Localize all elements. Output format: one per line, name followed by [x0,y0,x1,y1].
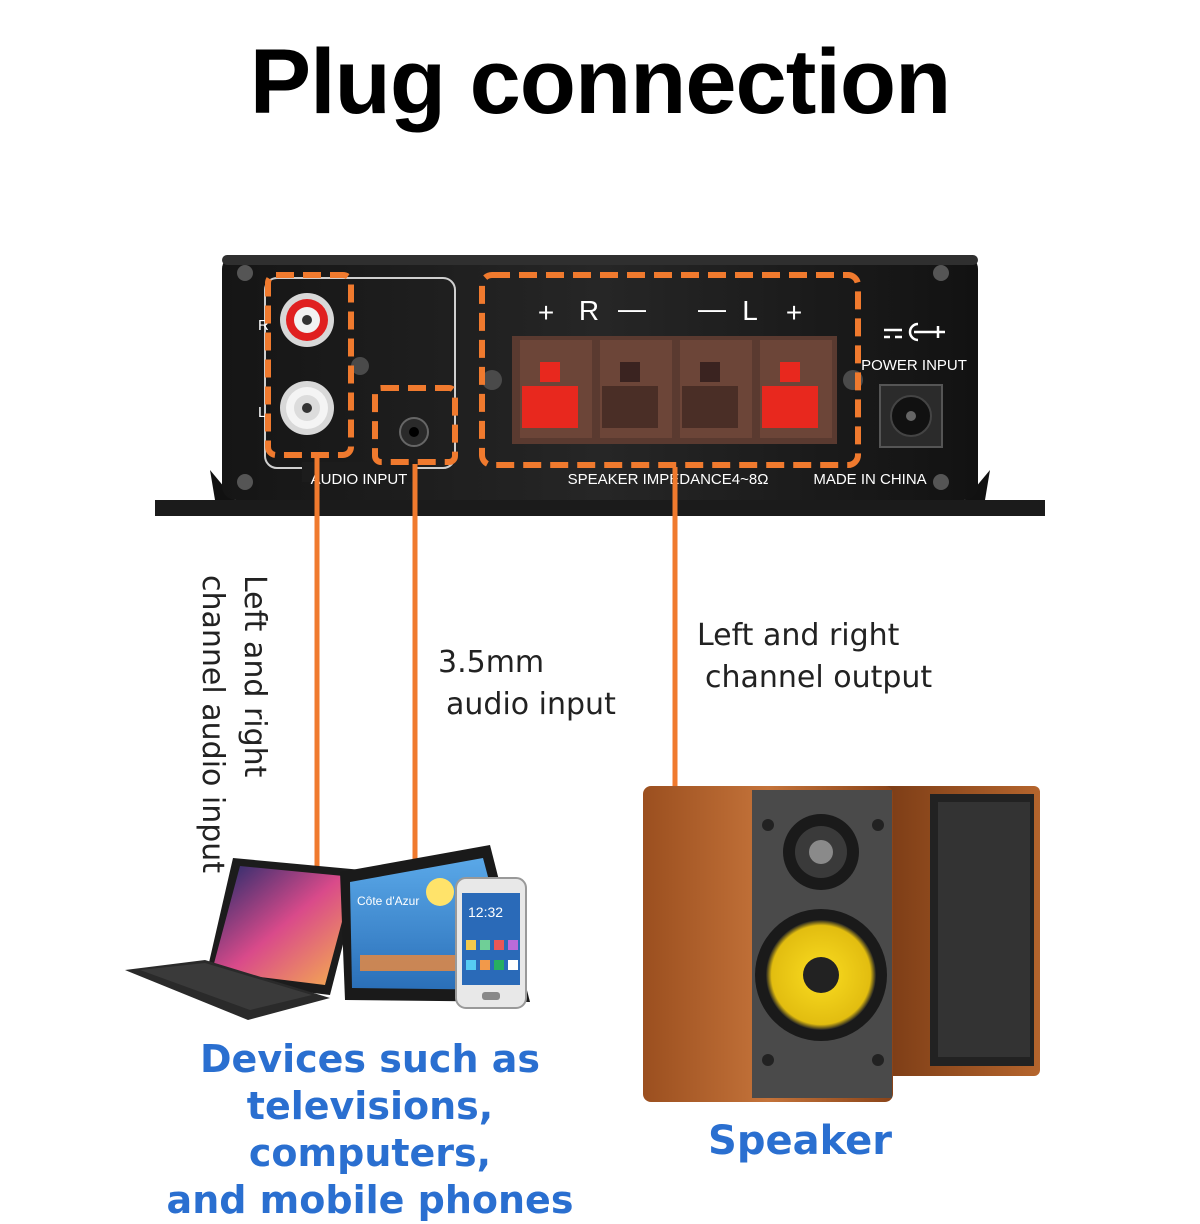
devices-caption-line-2: televisions, computers, [246,1084,494,1175]
terminal-minus-l[interactable] [682,386,738,428]
callout-aux-input: 3.5mm audio input [438,642,616,726]
power-input-label: POWER INPUT [861,357,967,374]
screw-icon [237,265,253,281]
speaker-rear [880,786,1040,1076]
speaker-front [643,786,893,1102]
channel-r-label: R [258,317,269,334]
devices-caption-line-1: Devices such as [200,1037,540,1081]
devices-caption: Devices such as televisions, computers, … [120,1036,620,1224]
devices-illustration: Côte d'Azur 12:32 [125,845,530,1020]
speaker-impedance-label: SPEAKER IMPEDANCE4~8Ω [568,471,769,488]
terminal-plus-r[interactable] [522,386,578,428]
made-in-label: MADE IN CHINA [813,471,926,488]
aux-jack[interactable] [399,417,429,447]
phone-time: 12:32 [468,904,503,920]
audio-input-label: AUDIO INPUT [311,471,408,488]
speaker-terminal-block [512,336,837,444]
screw-icon [237,474,253,490]
tablet-text: Côte d'Azur [357,894,419,908]
terminal-label-l: L [742,295,758,326]
screw-icon [933,265,949,281]
screw-icon [933,474,949,490]
callout-speaker-output: Left and right channel output [697,615,932,699]
callout-rca-input: Left and right channel audio input [191,575,275,873]
terminal-label-r: R [579,295,599,326]
speaker-caption: Speaker [708,1118,892,1164]
terminal-label-plus-r: + [538,297,554,328]
rca-jack-right[interactable] [280,293,334,347]
callout-aux-line-2: audio input [446,687,616,722]
callout-output-line-2: channel output [705,660,933,695]
phone-icon: 12:32 [455,877,527,1009]
screw-icon [351,357,369,375]
rca-jack-left[interactable] [280,381,334,435]
highlight-speaker-terminals [479,272,861,468]
callout-rca-line-2: channel audio input [195,575,230,874]
terminal-minus-r[interactable] [602,386,658,428]
callout-rca-line-1: Left and right [237,575,272,778]
terminal-label-plus-l: + [786,297,802,328]
callout-aux-line-1: 3.5mm [438,645,545,680]
laptop-icon [125,858,362,1020]
terminal-label-minus-l: — [698,293,726,324]
amplifier-back-panel: AUDIO INPUT R L + R — — L + [155,255,1045,516]
terminal-label-minus-r: — [618,293,646,324]
screw-icon [482,370,502,390]
page-title: Plug connection [249,31,952,133]
dc-power-icon [884,322,945,342]
terminal-plus-l[interactable] [762,386,818,428]
channel-l-label: L [258,404,266,421]
highlight-rca-inputs [265,272,354,458]
power-jack[interactable] [879,384,943,448]
highlight-aux-input [372,385,458,465]
devices-caption-line-3: and mobile phones [166,1178,574,1222]
speaker-illustration [643,786,1040,1102]
callout-output-line-1: Left and right [697,618,900,653]
